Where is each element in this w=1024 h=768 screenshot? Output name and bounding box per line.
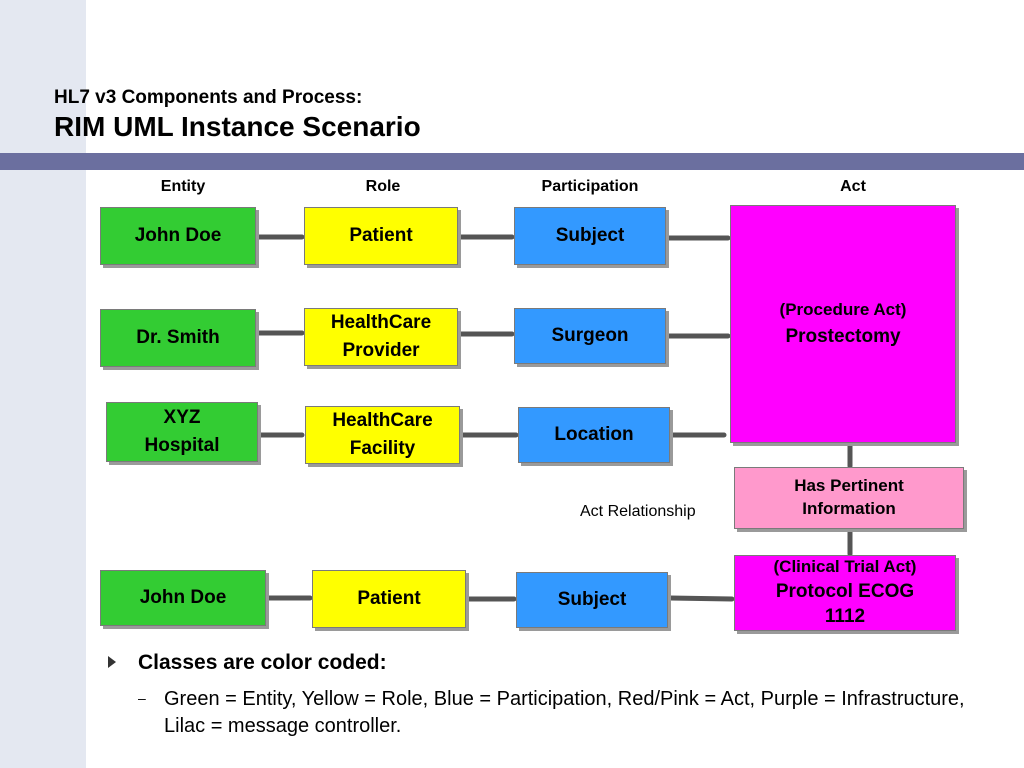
- participation-label: Location: [554, 423, 634, 445]
- slide-title: RIM UML Instance Scenario: [54, 111, 421, 142]
- entity-box-john-doe[interactable]: John Doe: [100, 207, 256, 265]
- column-header-entity: Entity: [160, 178, 206, 195]
- color-legend-text: Green = Entity, Yellow = Role, Blue = Pa…: [164, 688, 965, 737]
- act-box-clinical-trial[interactable]: (Clinical Trial Act) Protocol ECOG 1112: [734, 555, 956, 631]
- role-label: Patient: [349, 224, 413, 246]
- act-name-line-1: Protocol ECOG: [775, 580, 915, 602]
- column-header-act: Act: [840, 178, 866, 195]
- role-label-line-1: HealthCare: [332, 409, 433, 431]
- act-name-line-2: 1112: [824, 606, 866, 628]
- role-box-healthcare-provider[interactable]: HealthCare Provider: [304, 308, 458, 366]
- sub-bullet-dash: –: [138, 690, 146, 706]
- bullet-arrow-icon: [108, 656, 116, 668]
- entity-box-xyz-hospital[interactable]: XYZ Hospital: [106, 402, 258, 462]
- act-kind-label: (Procedure Act): [779, 300, 907, 319]
- act-name-label: Prostectomy: [785, 325, 901, 347]
- act-relationship-label: Act Relationship: [580, 503, 696, 520]
- participation-box-subject-bottom[interactable]: Subject: [516, 572, 668, 628]
- connector-line: [667, 595, 735, 602]
- role-box-patient[interactable]: Patient: [304, 207, 458, 265]
- participation-box-surgeon[interactable]: Surgeon: [514, 308, 666, 364]
- participation-label: Subject: [555, 224, 625, 246]
- participation-box-subject[interactable]: Subject: [514, 207, 666, 265]
- entity-label: John Doe: [139, 586, 227, 608]
- act-relationship-box[interactable]: Has Pertinent Information: [734, 467, 964, 529]
- act-box-procedure[interactable]: (Procedure Act) Prostectomy: [730, 205, 956, 443]
- column-header-participation: Participation: [541, 178, 639, 195]
- entity-label-line-2: Hospital: [144, 435, 220, 456]
- header-rule: [0, 153, 1024, 170]
- entity-label-line-1: XYZ: [163, 406, 201, 428]
- participation-label: Surgeon: [551, 324, 629, 346]
- act-relationship-line-1: Has Pertinent: [794, 476, 904, 496]
- participation-label: Subject: [557, 588, 627, 610]
- left-sidebar-band: [0, 0, 86, 768]
- act-relationship-line-2: Information: [802, 499, 896, 518]
- participation-box-location[interactable]: Location: [518, 407, 670, 463]
- role-label-line-1: HealthCare: [330, 311, 432, 333]
- entity-box-john-doe-bottom[interactable]: John Doe: [100, 570, 266, 626]
- role-label-line-2: Facility: [349, 438, 416, 459]
- bullet-heading: Classes are color coded:: [138, 651, 387, 674]
- slide-subtitle: HL7 v3 Components and Process:: [54, 87, 363, 108]
- entity-box-dr-smith[interactable]: Dr. Smith: [100, 309, 256, 367]
- role-label-line-2: Provider: [342, 340, 420, 361]
- role-box-healthcare-facility[interactable]: HealthCare Facility: [305, 406, 460, 464]
- column-header-role: Role: [365, 178, 401, 195]
- entity-label: Dr. Smith: [136, 326, 220, 348]
- act-kind-label: (Clinical Trial Act): [773, 556, 917, 576]
- role-label: Patient: [357, 587, 421, 609]
- role-box-patient-bottom[interactable]: Patient: [312, 570, 466, 628]
- entity-label: John Doe: [134, 224, 222, 246]
